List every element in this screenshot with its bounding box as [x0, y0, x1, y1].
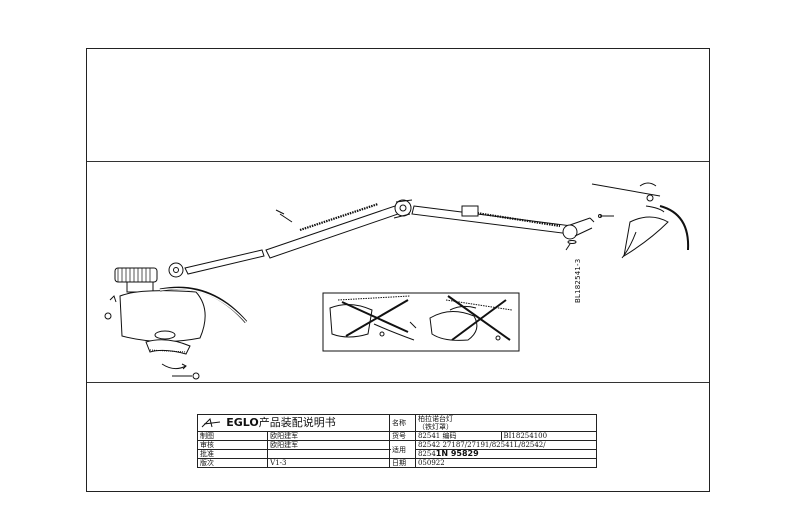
date-label: 日期: [389, 458, 416, 468]
top-divider: [87, 161, 709, 162]
eglo-logo-icon: [200, 417, 224, 429]
applies-model-number: 1N 95829: [435, 449, 479, 458]
name-label: 名称: [389, 414, 416, 432]
checked-value: 欧阳建军: [267, 440, 391, 450]
date-value: 050922: [414, 458, 598, 468]
approved-value: [267, 449, 391, 459]
applies-value-2: 82541N 95829: [414, 449, 598, 459]
drawn-label: 制图: [196, 431, 269, 441]
code-label: 编码: [442, 432, 457, 440]
lamp-arm-illustration: [168, 199, 595, 278]
side-document-code: BL182541-3: [574, 258, 582, 303]
approved-label: 批准: [196, 449, 269, 459]
item-value: 82541 编码: [414, 431, 502, 441]
drawing-sheet: [86, 48, 710, 492]
name-value-line-2: （铁灯罩）: [417, 423, 453, 431]
title-block: EGLO产品装配说明书 名称 柏拉诺台灯 （铁灯罩） 制图 欧阳建军 货号 82…: [196, 414, 598, 468]
checked-label: 审核: [196, 440, 269, 450]
name-value-line-1: 柏拉诺台灯: [417, 415, 453, 423]
bottom-divider: [87, 382, 709, 383]
applies-prefix: 8254: [417, 450, 436, 458]
name-value: 柏拉诺台灯 （铁灯罩）: [414, 414, 598, 432]
item-number: 82541: [417, 432, 441, 440]
lamp-head-left-illustration: [104, 267, 248, 380]
title-block-header: EGLO产品装配说明书: [196, 414, 391, 432]
code-value: BI18254100: [500, 431, 598, 441]
version-label: 版次: [196, 458, 269, 468]
document-title: 产品装配说明书: [258, 416, 336, 429]
item-label: 货号: [389, 431, 416, 441]
inset-warning-box: [322, 292, 520, 352]
brand-name: EGLO: [226, 416, 259, 429]
lamp-head-right-illustration: [591, 182, 690, 259]
drawn-value: 欧阳建军: [267, 431, 391, 441]
applies-label: 适用: [389, 440, 416, 459]
version-value: V1-3: [267, 458, 391, 468]
